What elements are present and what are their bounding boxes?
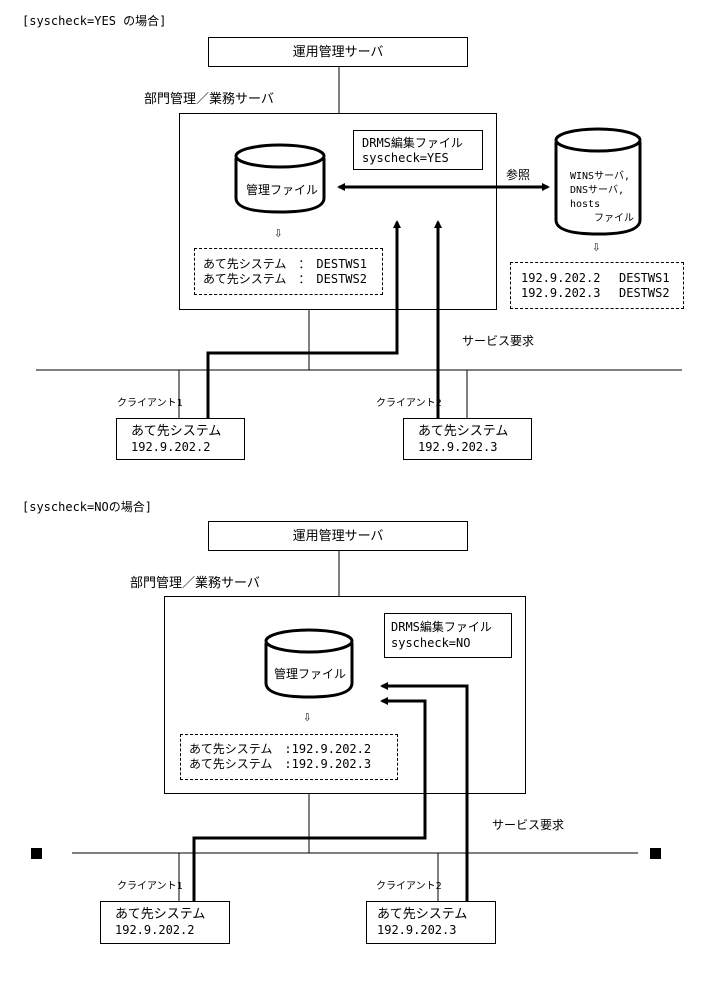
down-arrow-icon: ⇩ [303,709,312,725]
drms-value-2: syscheck=NO [391,636,471,650]
down-arrow-icon: ⇩ [592,239,601,255]
client2-box-2: あて先システム 192.9.202.3 [366,901,496,944]
client2-ip-2: 192.9.202.3 [377,923,457,937]
client2-label-1: クライアント2 [376,398,442,409]
client1-box-1: あて先システム 192.9.202.2 [116,418,245,460]
ops-server-box-2: 運用管理サーバ [208,521,468,551]
dest-row-1-1: あて先システム ： DESTWS1 [203,257,367,271]
wins-line-3: ファイル [594,213,634,224]
ops-server-label-1: 運用管理サーバ [292,45,384,60]
dept-server-label-1: 部門管理／業務サーバ [144,92,274,107]
hosts-list-1: 192.9.202.2 DESTWS1 192.9.202.3 DESTWS2 [510,262,684,309]
service-request-label-1: サービス要求 [462,334,535,348]
drms-file-box-1: DRMS編集ファイル syscheck=YES [353,130,483,170]
drms-title-1: DRMS編集ファイル [362,136,463,150]
request-arrow-client1-1 [206,220,401,418]
down-arrow-icon: ⇩ [274,225,283,241]
client1-ip-2: 192.9.202.2 [115,923,195,937]
drms-value-1: syscheck=YES [362,151,449,165]
client1-label-1: クライアント1 [117,398,183,409]
request-arrow-client1-2 [192,697,427,901]
host-name-2: DESTWS2 [619,286,670,300]
wins-line-1: DNSサーバ, [570,185,624,196]
client1-name-1: あて先システム [131,424,222,439]
mgmt-file-cylinder-2 [264,628,354,699]
client1-name-2: あて先システム [115,907,206,922]
dest-system-list-2: あて先システム :192.9.202.2 あて先システム :192.9.202.… [180,734,398,780]
network-terminator-right-icon [650,848,661,859]
mgmt-file-label-1: 管理ファイル [246,183,319,197]
request-arrow-client2-2 [380,682,469,901]
service-request-label-2: サービス要求 [492,818,565,832]
wins-cylinder-1 [554,127,642,236]
drms-file-box-2: DRMS編集ファイル syscheck=NO [384,613,512,658]
host-ip-2: 192.9.202.3 [521,286,601,300]
client2-box-1: あて先システム 192.9.202.3 [403,418,532,460]
reference-label-1: 参照 [506,168,531,182]
section2-heading: [syscheck=NOの場合] [22,500,152,514]
mgmt-file-cylinder-1 [234,143,326,214]
client2-ip-1: 192.9.202.3 [418,440,498,454]
wins-line-0: WINSサーバ, [570,171,631,182]
host-ip-1: 192.9.202.2 [521,271,601,285]
host-name-1: DESTWS1 [619,271,670,285]
client1-box-2: あて先システム 192.9.202.2 [100,901,230,944]
dest-row-2-1: あて先システム :192.9.202.2 [189,742,372,756]
drms-title-2: DRMS編集ファイル [391,620,492,634]
client2-name-2: あて先システム [377,907,468,922]
dest-system-list-1: あて先システム ： DESTWS1 あて先システム ： DESTWS2 [194,248,383,295]
dept-server-box-1 [179,113,497,310]
mgmt-file-label-2: 管理ファイル [274,667,347,681]
network-terminator-left-icon [31,848,42,859]
dept-server-box-2 [164,596,526,794]
wins-line-2: hosts [570,199,601,210]
section1-heading: [syscheck=YES の場合] [22,14,167,28]
dept-server-label-2: 部門管理／業務サーバ [130,576,260,591]
ops-server-label-2: 運用管理サーバ [292,529,384,544]
dest-row-1-2: あて先システム ： DESTWS2 [203,272,367,286]
ops-server-box-1: 運用管理サーバ [208,37,468,67]
client2-name-1: あて先システム [418,424,509,439]
dest-row-2-2: あて先システム :192.9.202.3 [189,757,372,771]
client1-label-2: クライアント1 [117,881,183,892]
client1-ip-1: 192.9.202.2 [131,440,211,454]
client2-label-2: クライアント2 [376,881,442,892]
